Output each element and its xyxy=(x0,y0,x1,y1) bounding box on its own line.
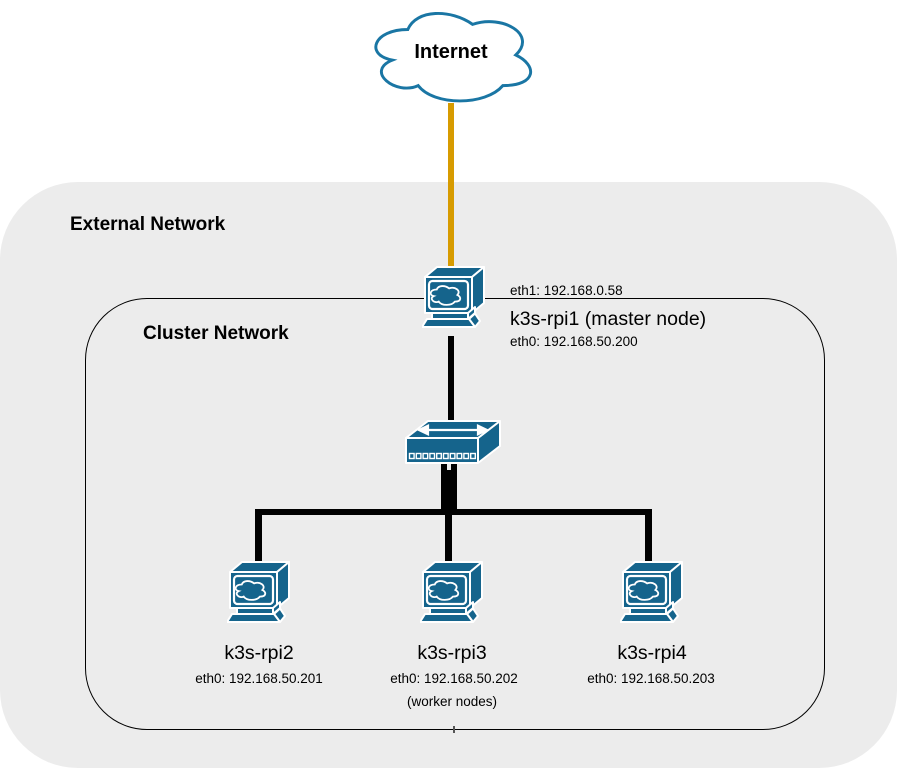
worker1-workstation-icon xyxy=(227,560,293,631)
internet-label: Internet xyxy=(414,40,488,63)
worker-nodes-caption: (worker nodes) xyxy=(406,694,498,709)
internet-uplink-line xyxy=(448,103,454,269)
network-switch-icon xyxy=(404,417,502,467)
switch-to-bus-line xyxy=(441,461,457,515)
worker3-workstation-icon xyxy=(620,560,686,631)
master-eth0-label: eth0: 192.168.50.200 xyxy=(510,334,638,349)
master-eth1-label: eth1: 192.168.0.58 xyxy=(510,283,623,298)
cluster-border-stub xyxy=(453,726,455,733)
worker2-eth0-label: eth0: 192.168.50.202 xyxy=(390,671,518,686)
master-to-switch-line xyxy=(448,336,454,420)
worker-bus-line xyxy=(255,509,652,515)
worker1-eth0-label: eth0: 192.168.50.201 xyxy=(195,671,323,686)
bus-to-worker3-line xyxy=(645,509,652,562)
external-network-label: External Network xyxy=(70,214,226,235)
internet-cloud-icon xyxy=(362,2,540,108)
worker2-name-label: k3s-rpi3 xyxy=(417,642,487,664)
master-workstation-icon xyxy=(422,265,488,336)
worker3-eth0-label: eth0: 192.168.50.203 xyxy=(587,671,715,686)
worker2-workstation-icon xyxy=(420,560,486,631)
cluster-network-label: Cluster Network xyxy=(143,323,289,344)
worker3-name-label: k3s-rpi4 xyxy=(617,642,687,664)
bus-to-worker1-line xyxy=(255,509,262,562)
worker1-name-label: k3s-rpi2 xyxy=(224,642,294,664)
switch-line-notch xyxy=(447,461,451,470)
bus-to-worker2-line xyxy=(445,515,452,562)
master-name-label: k3s-rpi1 (master node) xyxy=(510,308,707,330)
